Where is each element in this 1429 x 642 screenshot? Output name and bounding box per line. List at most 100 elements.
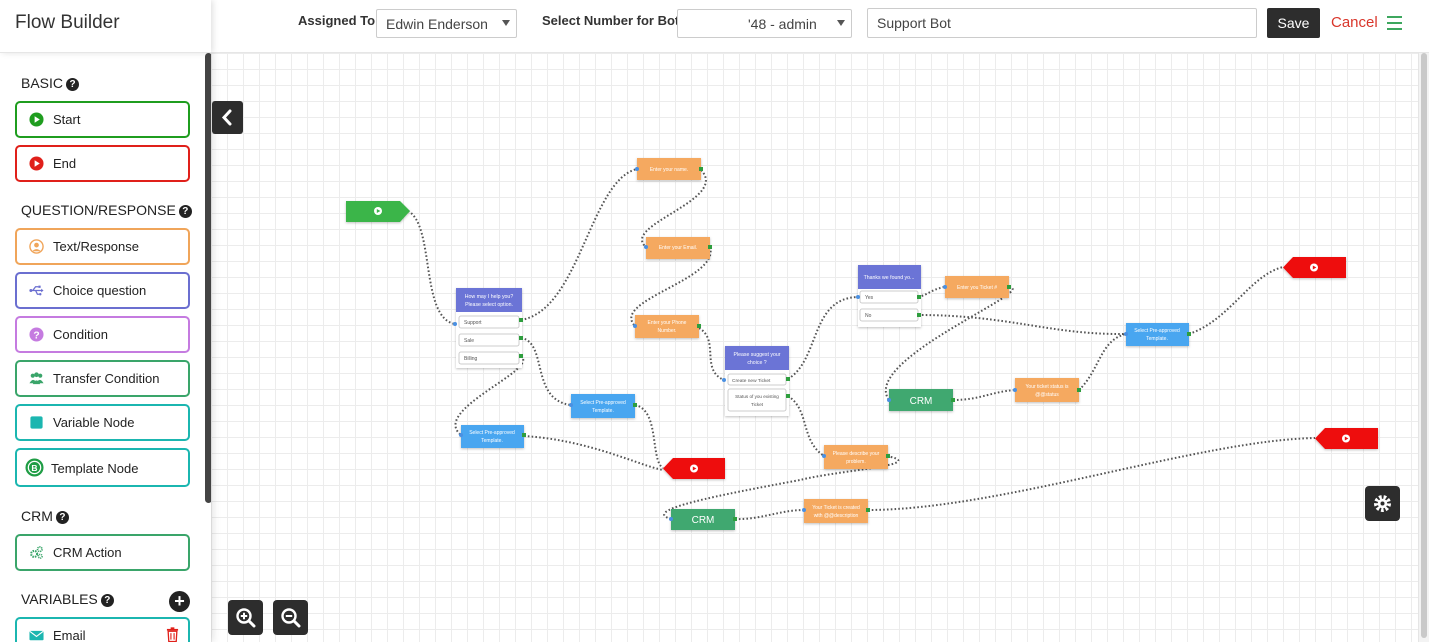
bot-number-select[interactable]: '48 - admin — [677, 9, 852, 38]
bot-name-input[interactable] — [867, 8, 1257, 38]
help-icon[interactable]: ? — [178, 205, 192, 218]
assigned-to-select[interactable]: Edwin Enderson — [376, 9, 517, 38]
flow-enter-phone-node[interactable]: Enter your Phone Number. — [633, 315, 701, 338]
crm-label-1: CRM — [910, 396, 933, 407]
chevron-down-icon — [837, 20, 845, 26]
found-ticket-text: Thanks we found yo... — [864, 275, 915, 281]
flow-question-help-node[interactable]: How may I help you? Please select option… — [453, 288, 523, 368]
square-icon — [30, 416, 43, 429]
flow-ticket-created-node[interactable]: Your Ticket is created with @@descriptio… — [802, 499, 870, 523]
palette-condition[interactable]: ? Condition — [15, 316, 190, 353]
option-sale: Sale — [464, 338, 474, 344]
section-crm: CRM? — [21, 508, 69, 524]
help-icon[interactable]: ? — [100, 594, 114, 607]
enter-phone-line1: Enter your Phone — [648, 320, 687, 326]
enter-ticket-text: Enter you Ticket # — [957, 285, 997, 291]
trash-icon[interactable] — [166, 627, 179, 642]
svg-text:Template.: Template. — [1146, 336, 1168, 342]
flow-end-node-1[interactable] — [663, 458, 725, 479]
canvas-scrollbar[interactable] — [1418, 53, 1429, 642]
flow-enter-ticket-node[interactable]: Enter you Ticket # — [943, 276, 1011, 298]
hamburger-menu-icon[interactable] — [1387, 16, 1402, 30]
section-variables: VARIABLES? — [21, 591, 114, 607]
palette-email-variable[interactable]: Email — [15, 617, 190, 642]
option-no: No — [865, 313, 872, 319]
flow-describe-problem-node[interactable]: Please describe your problem. — [822, 445, 890, 469]
svg-text:Select Pre-approved: Select Pre-approved — [469, 430, 515, 436]
cancel-link[interactable]: Cancel — [1331, 14, 1378, 31]
template-badge-icon: B — [25, 458, 44, 477]
svg-text:B: B — [31, 463, 37, 473]
add-variable-button[interactable]: + — [169, 591, 190, 612]
flow-enter-email-node[interactable]: Enter your Email. — [644, 237, 712, 259]
svg-text:?: ? — [33, 330, 39, 341]
sidebar-scrollbar[interactable] — [205, 53, 211, 503]
enter-name-text: Enter your name. — [650, 167, 688, 173]
chevron-down-icon — [502, 20, 510, 26]
zoom-in-button[interactable] — [228, 600, 263, 635]
play-circle-icon — [29, 156, 44, 171]
flow-end-node-3[interactable] — [1315, 428, 1378, 449]
top-bar: Flow Builder Assigned To Edwin Enderson … — [0, 0, 1429, 53]
palette-variable-node[interactable]: Variable Node — [15, 404, 190, 441]
svg-text:Status of you existing: Status of you existing — [735, 394, 779, 399]
palette-crm-action[interactable]: CRM Action — [15, 534, 190, 571]
section-question-response: QUESTION/RESPONSE? — [21, 202, 192, 218]
svg-text:problem.: problem. — [846, 459, 865, 465]
palette-choice-question[interactable]: Choice question — [15, 272, 190, 309]
flow-template-node-b[interactable]: Select Pre-approved Template. — [459, 425, 526, 448]
envelope-icon — [29, 630, 44, 641]
svg-text:Your Ticket is created: Your Ticket is created — [812, 505, 860, 511]
help-icon[interactable]: ? — [66, 78, 80, 91]
flow-end-node-2[interactable] — [1283, 257, 1346, 278]
zoom-in-icon — [236, 608, 256, 628]
svg-text:Select Pre-approved: Select Pre-approved — [1134, 328, 1180, 334]
flow-crm-node-1[interactable]: CRM — [887, 389, 955, 411]
chevron-left-icon — [221, 109, 232, 126]
question-help-line1: How may I help you? — [465, 294, 514, 300]
option-create-ticket: Create new Ticket — [732, 378, 771, 384]
flow-ticket-status-node[interactable]: Your ticket status is @@status — [1013, 378, 1081, 402]
canvas-settings-button[interactable] — [1365, 486, 1400, 521]
flow-template-node-a[interactable]: Select Pre-approved Template. — [569, 394, 637, 418]
question-circle-icon: ? — [29, 327, 44, 342]
question-help-line2: Please select option. — [465, 302, 513, 308]
svg-text:@@status: @@status — [1035, 392, 1059, 398]
select-number-label: Select Number for Bot — [542, 13, 680, 28]
option-billing: Billing — [464, 356, 478, 362]
gears-icon — [30, 546, 43, 559]
flow-template-node-c[interactable]: Select Pre-approved Template. — [1124, 323, 1191, 346]
svg-text:choice ?: choice ? — [747, 360, 766, 366]
usb-branch-icon — [29, 285, 44, 296]
flow-enter-name-node[interactable]: Enter your name. — [635, 158, 703, 180]
zoom-out-icon — [281, 608, 301, 628]
help-icon[interactable]: ? — [55, 511, 69, 524]
flow-found-ticket-node[interactable]: Thanks we found yo... Yes No — [856, 265, 921, 327]
flow-canvas[interactable] — [211, 53, 1418, 642]
palette-end[interactable]: End — [15, 145, 190, 182]
svg-text:Ticket: Ticket — [751, 402, 764, 407]
palette-template-node[interactable]: B Template Node — [15, 448, 190, 487]
svg-text:Template.: Template. — [592, 408, 614, 414]
zoom-out-button[interactable] — [273, 600, 308, 635]
enter-phone-line2: Number. — [658, 328, 677, 334]
bot-number-value: '48 - admin — [748, 16, 817, 32]
svg-text:with @@description: with @@description — [814, 513, 859, 519]
assigned-to-label: Assigned To — [298, 13, 376, 28]
option-yes: Yes — [865, 295, 874, 301]
palette-transfer-condition[interactable]: Transfer Condition — [15, 360, 190, 397]
node-palette-sidebar: BASIC? Start End QUESTION/RESPONSE? Text… — [0, 53, 211, 642]
collapse-sidebar-button[interactable] — [212, 101, 243, 134]
flow-crm-node-2[interactable]: CRM — [669, 509, 737, 530]
assigned-to-value: Edwin Enderson — [386, 16, 488, 32]
save-button[interactable]: Save — [1267, 8, 1320, 38]
users-icon — [29, 372, 44, 385]
app-title: Flow Builder — [0, 0, 211, 53]
svg-text:Please suggest your: Please suggest your — [733, 352, 780, 358]
svg-text:Your ticket status is: Your ticket status is — [1026, 384, 1069, 390]
palette-text-response[interactable]: Text/Response — [15, 228, 190, 265]
flow-start-node[interactable] — [346, 201, 410, 222]
palette-start[interactable]: Start — [15, 101, 190, 138]
play-circle-icon — [29, 112, 44, 127]
flow-suggest-choice-node[interactable]: Please suggest your choice ? Create new … — [722, 346, 790, 416]
